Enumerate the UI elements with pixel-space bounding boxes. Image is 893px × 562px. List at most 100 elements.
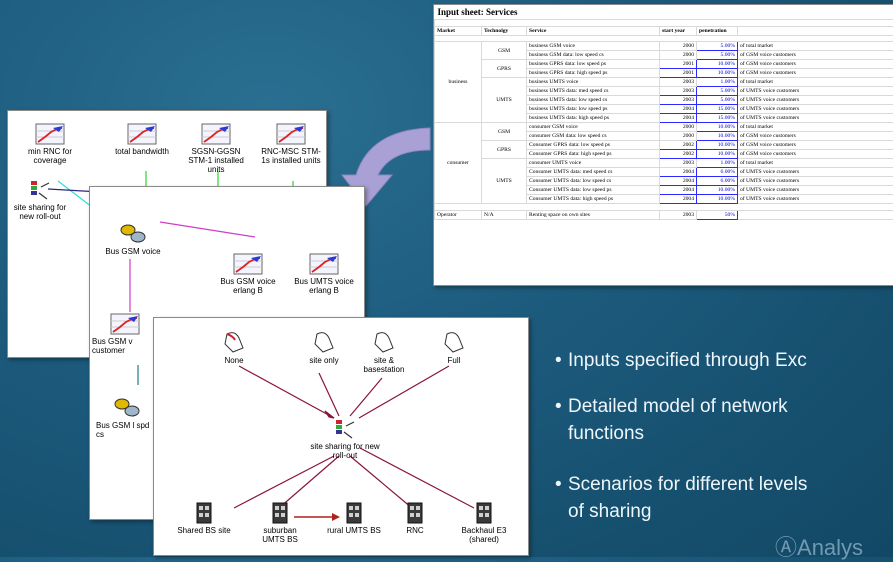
cell-start-year[interactable]: 2000	[660, 42, 697, 51]
table-header-row: Market Technolgy Service start year pene…	[435, 27, 893, 36]
customer-icon	[112, 397, 142, 419]
node-site-and-basestation[interactable]: site & basestation	[354, 330, 414, 374]
header-start-year: start year	[660, 27, 697, 36]
cell-market: business	[435, 42, 482, 123]
cell-penetration[interactable]: 5.00%	[697, 87, 738, 96]
cell-start-year[interactable]: 2003	[660, 96, 697, 105]
cell-start-year[interactable]: 2001	[660, 69, 697, 78]
bullet-text: functions	[568, 423, 644, 444]
node-sgsn-ggsn-stm1[interactable]: SGSN-GGSN STM-1 installed units	[186, 123, 246, 174]
node-total-bandwidth[interactable]: total bandwidth	[112, 123, 172, 156]
cell-penetration[interactable]: 15.00%	[697, 114, 738, 123]
services-table: Input sheet: Services Market Technolgy S…	[434, 5, 893, 220]
cell-penetration[interactable]: 10.00%	[697, 123, 738, 132]
cell-start-year[interactable]: 2003	[660, 211, 697, 220]
node-shared-bs-site[interactable]: Shared BS site	[174, 502, 234, 535]
node-label: rural UMTS BS	[326, 526, 382, 535]
node-backhaul-e3-shared[interactable]: Backhaul E3 (shared)	[454, 502, 514, 544]
bullet-item: •Inputs specified through Exc	[568, 348, 807, 373]
cell-penetration[interactable]: 50%	[697, 211, 738, 220]
cell-technology: N/A	[482, 211, 527, 220]
cell-penetration[interactable]: 10.00%	[697, 186, 738, 195]
cell-start-year[interactable]: 2003	[660, 87, 697, 96]
cell-penetration[interactable]: 10.00%	[697, 60, 738, 69]
node-bus-umts-voice-erlang-b[interactable]: Bus UMTS voice erlang B	[286, 253, 362, 295]
node-rural-umts-bs[interactable]: rural UMTS BS	[326, 502, 382, 535]
cell-penetration[interactable]: 6.00%	[697, 177, 738, 186]
cell-service: business UMTS data: med speed cs	[527, 87, 660, 96]
cell-penetration[interactable]: 5.00%	[697, 96, 738, 105]
cell-penetration[interactable]: 6.00%	[697, 168, 738, 177]
chart-icon	[212, 253, 284, 275]
header-service: Service	[527, 27, 660, 36]
hand-pointer-icon	[221, 330, 247, 354]
base-station-icon	[400, 502, 430, 524]
cell-note: of GSM voice customers	[738, 60, 893, 69]
cell-note: of GSM voice customers	[738, 69, 893, 78]
bullet-item: •Scenarios for different levels	[568, 472, 807, 497]
node-bus-gsm-l-spd-cs[interactable]: Bus GSM l spd cs	[96, 397, 158, 439]
cell-start-year[interactable]: 2000	[660, 51, 697, 60]
node-none[interactable]: None	[209, 330, 259, 365]
node-rnc-msc-stm1s[interactable]: RNC-MSC STM-1s installed units	[258, 123, 324, 165]
cell-penetration[interactable]: 1.00%	[697, 78, 738, 87]
cell-penetration[interactable]: 1.00%	[697, 159, 738, 168]
cell-note: of total market	[738, 123, 893, 132]
cell-start-year[interactable]: 2002	[660, 141, 697, 150]
bullet-text: Inputs specified through Exc	[568, 350, 807, 371]
node-site-only[interactable]: site only	[299, 330, 349, 365]
node-bus-gsm-voice-erlang-b[interactable]: Bus GSM voice erlang B	[212, 253, 284, 295]
node-full[interactable]: Full	[434, 330, 474, 365]
table-row-operator: Operator N/A Renting space on own sites …	[435, 211, 893, 220]
cell-penetration[interactable]: 5.00%	[697, 42, 738, 51]
node-suburban-umts-bs[interactable]: suburban UMTS BS	[252, 502, 308, 544]
cell-start-year[interactable]: 2004	[660, 195, 697, 204]
bullet-text: Detailed model of network	[568, 396, 788, 417]
cell-service: Consumer UMTS data: low speed cs	[527, 177, 660, 186]
cell-service: business GPRS data: high speed ps	[527, 69, 660, 78]
cell-start-year[interactable]: 2004	[660, 114, 697, 123]
link-magenta	[160, 222, 255, 237]
cell-note: of UMTS voice customers	[738, 177, 893, 186]
cell-start-year[interactable]: 2003	[660, 159, 697, 168]
node-label: Bus GSM v customer	[92, 337, 158, 355]
cell-start-year[interactable]: 2004	[660, 168, 697, 177]
cell-start-year[interactable]: 2000	[660, 123, 697, 132]
cell-technology: GSM	[482, 123, 527, 141]
cell-start-year[interactable]: 2003	[660, 78, 697, 87]
cell-start-year[interactable]: 2000	[660, 132, 697, 141]
node-rnc[interactable]: RNC	[400, 502, 430, 535]
cell-start-year[interactable]: 2004	[660, 186, 697, 195]
cell-start-year[interactable]: 2001	[660, 60, 697, 69]
node-site-sharing-for-new-rollout[interactable]: site sharing for new roll-out	[8, 179, 72, 221]
node-bus-gsm-v-customer[interactable]: Bus GSM v customer	[92, 313, 158, 355]
cell-note: of total market	[738, 78, 893, 87]
cell-penetration[interactable]: 5.00%	[697, 51, 738, 60]
cell-penetration[interactable]: 15.00%	[697, 105, 738, 114]
node-label: suburban UMTS BS	[252, 526, 308, 544]
cell-start-year[interactable]: 2004	[660, 105, 697, 114]
node-label: Backhaul E3 (shared)	[454, 526, 514, 544]
cell-penetration[interactable]: 10.00%	[697, 132, 738, 141]
cell-service: Consumer UMTS data: med speed cs	[527, 168, 660, 177]
cell-start-year[interactable]: 2004	[660, 177, 697, 186]
cell-start-year[interactable]: 2002	[660, 150, 697, 159]
cell-service: Renting space on own sites	[527, 211, 660, 220]
chart-icon	[286, 253, 362, 275]
cell-penetration[interactable]: 10.00%	[697, 150, 738, 159]
node-label: Bus GSM voice erlang B	[212, 277, 284, 295]
node-label: site sharing for new roll-out	[8, 203, 72, 221]
cell-penetration[interactable]: 10.00%	[697, 69, 738, 78]
node-bus-gsm-voice[interactable]: Bus GSM voice	[98, 223, 168, 256]
node-min-rnc-for-coverage[interactable]: min RNC for coverage	[14, 123, 86, 165]
bullet-item: •Detailed model of network	[568, 394, 788, 419]
cell-penetration[interactable]: 10.00%	[697, 195, 738, 204]
cell-penetration[interactable]: 10.00%	[697, 141, 738, 150]
header-technology: Technolgy	[482, 27, 527, 36]
node-label: Bus GSM l spd cs	[96, 421, 158, 439]
node-site-sharing-for-new-rollout[interactable]: site sharing for new roll-out	[309, 418, 381, 460]
base-station-icon	[252, 502, 308, 524]
